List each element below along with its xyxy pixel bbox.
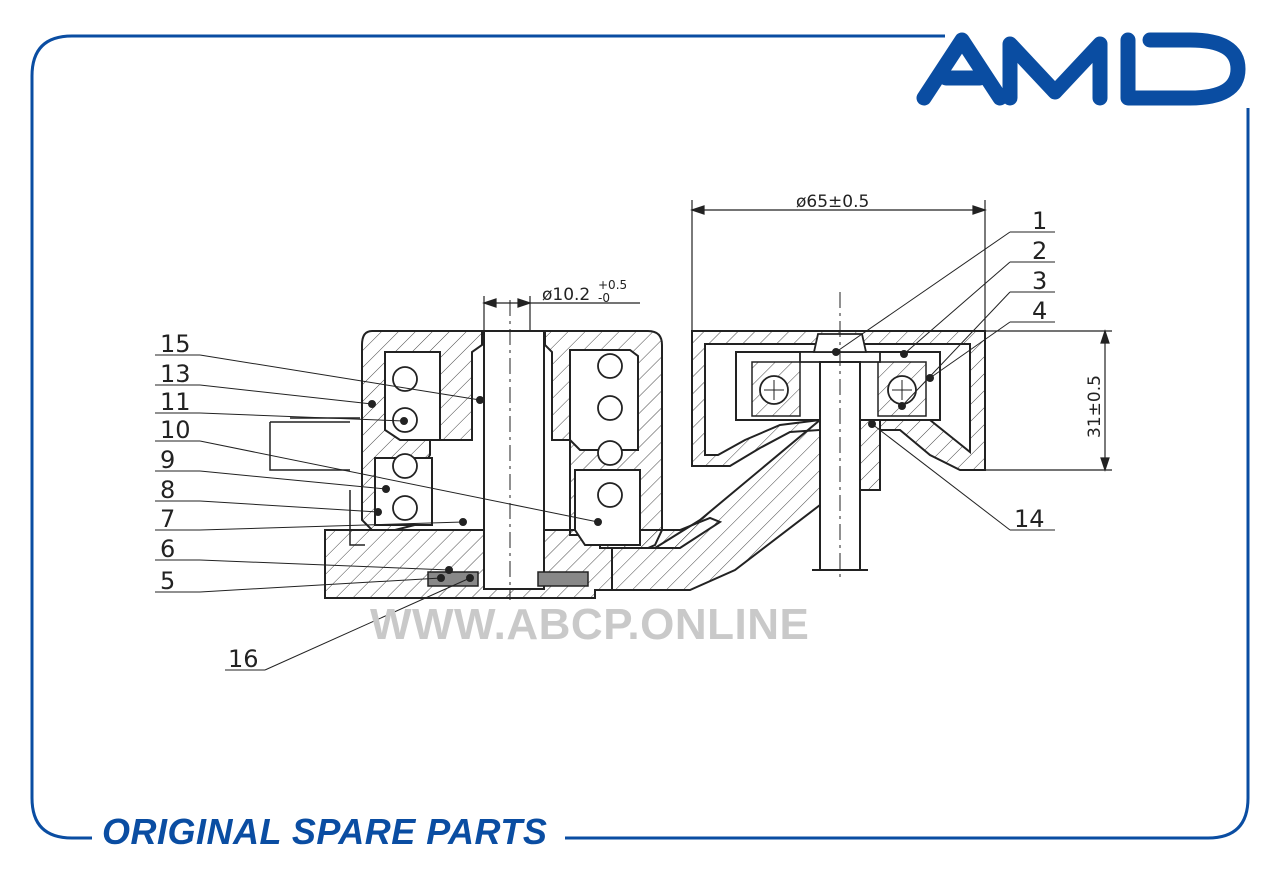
dimension-lines <box>482 200 1112 472</box>
callout-16: 16 <box>228 645 259 673</box>
dim-bore-tol-lower: -0 <box>598 291 610 305</box>
connecting-arm <box>611 419 881 591</box>
dim-bore-diameter: ø10.2 <box>542 285 590 305</box>
callout-7: 7 <box>160 505 175 533</box>
callout-3: 3 <box>1032 267 1047 295</box>
callout-6: 6 <box>160 535 175 563</box>
dim-outer-diameter: ø65±0.5 <box>796 192 869 212</box>
callout-9: 9 <box>160 446 175 474</box>
callout-15: 15 <box>160 330 191 358</box>
callout-5: 5 <box>160 567 175 595</box>
callout-11: 11 <box>160 388 191 416</box>
amd-logo <box>916 32 1246 106</box>
callout-14: 14 <box>1014 505 1045 533</box>
leader-lines <box>155 231 1055 671</box>
dim-height: 31±0.5 <box>1085 375 1105 438</box>
callout-10: 10 <box>160 416 191 444</box>
callout-4: 4 <box>1032 297 1047 325</box>
frame-border <box>30 34 1250 840</box>
callout-13: 13 <box>160 360 191 388</box>
callout-1: 1 <box>1032 207 1047 235</box>
footer-slogan: ORIGINAL SPARE PARTS <box>96 810 554 854</box>
dim-bore-tol-upper: +0.5 <box>598 278 627 292</box>
watermark-text: WWW.ABCP.ONLINE <box>370 600 810 649</box>
left-housing <box>269 300 723 600</box>
callout-8: 8 <box>160 476 175 504</box>
callout-2: 2 <box>1032 237 1047 265</box>
